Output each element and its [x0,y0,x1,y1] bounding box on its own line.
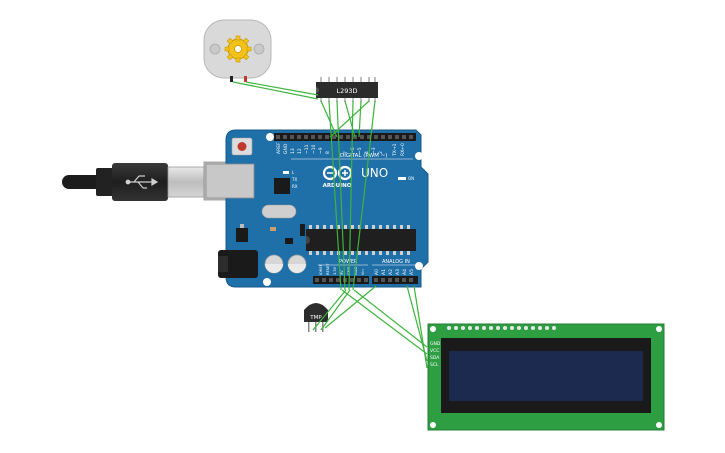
motor-driver-label: L293D [336,87,357,95]
wire [329,100,370,138]
temperature-sensor-label: TMP [309,315,322,321]
usb-socket [205,163,255,199]
ic-pins-bottom [320,97,376,102]
pin-label-d9: ~9 [318,147,324,154]
led-on-label: ON [408,176,414,181]
mounting-hole [656,422,662,428]
wire [352,100,376,291]
pin-label-d13: 13 [290,148,296,154]
wire [348,100,354,291]
wire [341,289,428,355]
led-l-label: L [292,170,295,175]
voltage-regulator [236,228,248,242]
pin-label-a4: A4 [402,269,408,275]
motor-driver-ic[interactable]: L293D [316,77,378,102]
led-rx-label: RX [292,184,298,189]
arduino-model: UNO [361,166,388,180]
pin-label-a5: A5 [409,269,415,275]
gear-icon [224,35,252,63]
digital-header [274,133,416,141]
lcd-screen [449,351,643,401]
analog-label: ANALOG IN [382,259,410,265]
mounting-hole [430,422,436,428]
dc-motor[interactable] [203,19,272,82]
led-tx-label: TX [291,177,297,182]
pin-label-a2: A2 [388,269,394,275]
mounting-hole [430,326,436,332]
lcd-pin-scl: SCL [430,362,439,368]
arduino-uno-board[interactable]: DIGITAL (PWM ~) AREF GND 13 12 ~11 ~10 ~… [205,129,429,288]
pin-label-5v: 5V [340,270,344,275]
wire [320,100,338,138]
pin-label-tx: TX→1 [392,143,398,157]
wire [320,289,351,331]
wire [312,289,347,331]
wire [336,100,346,291]
wire [353,289,428,348]
pin-label-d10: ~10 [311,144,317,154]
pin-label-vin: Vin [361,269,365,275]
mounting-hole [415,152,423,160]
wire [324,285,377,329]
lcd-pin-sda: SDA [430,355,440,361]
pin-label-gnd: GND [283,143,289,154]
led-l [283,171,289,174]
wire [328,100,342,291]
atmega-chip-pins [309,225,410,255]
pin-label-reset: RESET [326,263,330,275]
pin-label-d2: 2 [378,151,384,154]
power-header [313,276,369,284]
lcd-i2c-display[interactable]: GND VCC SDA SCL [427,323,665,431]
arduino-brand: ARDUINO [323,183,352,189]
pin-label-a1: A1 [381,269,387,275]
pin-label-d6: ~6 [350,147,356,154]
mounting-hole [266,133,274,141]
mounting-hole [656,326,662,332]
mounting-hole [415,262,423,270]
pin-label-d11: ~11 [304,144,310,154]
lcd-pad-row [447,326,556,330]
pin-label-d3: ~3 [371,147,377,154]
pin-label-d5: ~5 [357,147,363,154]
pin-label-rx: RX←0 [400,143,406,156]
wire [358,100,362,138]
temperature-sensor[interactable]: TMP [304,303,328,332]
wires [232,81,428,369]
pin-label-d4: 4 [364,151,370,154]
lcd-pin-gnd: GND [430,341,441,347]
wire [413,285,428,369]
digital-label: DIGITAL (PWM ~) [340,153,387,159]
pin-label-d7: 7 [343,151,349,154]
ic-pins-top [320,77,376,82]
pin-label-gnd2: GND [354,267,358,275]
wire [245,81,319,96]
lcd-pin-vcc: VCC [430,348,439,354]
crystal [261,204,297,219]
pin-label-a0: A0 [374,269,380,275]
power-label: POWER [339,259,358,265]
pin-label-a3: A3 [395,269,401,275]
atmega-chip [306,229,416,251]
pin-label-d8: 8 [325,151,331,154]
mounting-hole [263,278,271,286]
pin-label-3v3: 3.3V [333,266,337,275]
usb-icon [125,175,159,189]
pin-label-ioref: IOREF [319,264,323,275]
pin-label-aref: AREF [276,142,282,154]
led-on [398,177,406,180]
wire [232,81,319,100]
reset-button-cap[interactable] [237,142,247,151]
usb-chip [274,178,290,194]
pin-label-d12: 12 [297,148,303,154]
